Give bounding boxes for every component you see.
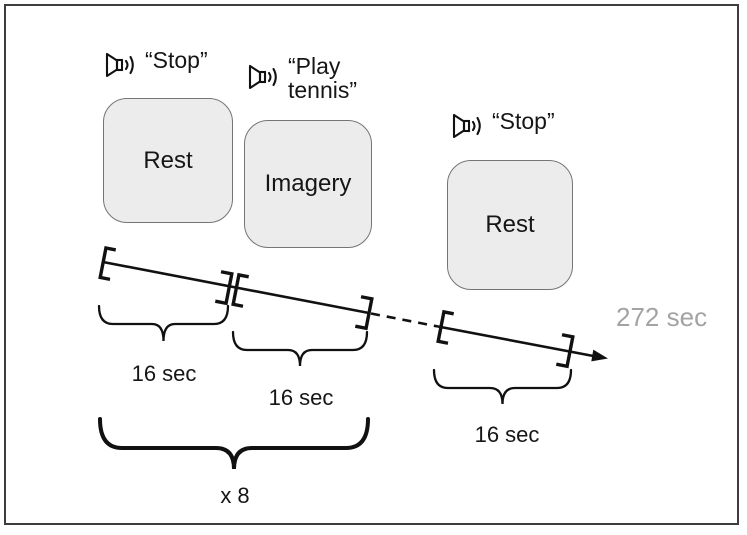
audio-cue-2: “Play tennis” xyxy=(247,53,358,103)
bracket-open-1 xyxy=(98,246,117,282)
rest-block-2: Rest xyxy=(447,160,573,290)
speaker-icon xyxy=(105,52,134,78)
duration-label-2: 16 sec xyxy=(268,385,334,410)
block-label: Rest xyxy=(143,146,193,174)
timeline-line-dashed xyxy=(370,312,439,328)
bracket-close-3 xyxy=(555,333,575,369)
figure-frame xyxy=(4,4,739,525)
arrowhead-icon xyxy=(591,349,608,362)
rest-block-1: Rest xyxy=(103,98,233,223)
audio-cue-3: “Stop” xyxy=(451,108,555,141)
interval-brackets xyxy=(98,246,575,369)
audio-cue-1: “Stop” xyxy=(104,47,208,80)
bracket-open-2 xyxy=(231,272,250,308)
speaker-icon xyxy=(248,64,277,90)
cue-text: “Stop” xyxy=(145,47,208,73)
duration-label-1: 16 sec xyxy=(131,361,197,386)
imagery-block: Imagery xyxy=(244,120,372,248)
block-label: Rest xyxy=(485,211,535,238)
speaker-icon xyxy=(452,113,481,139)
bracket-close-1 xyxy=(214,270,234,306)
bracket-close-2 xyxy=(354,295,374,331)
repeat-label: x 8 xyxy=(220,483,250,508)
cue-text: “Play tennis” xyxy=(288,53,358,103)
cue-text: “Stop” xyxy=(492,108,555,134)
block-label: Imagery xyxy=(264,170,352,197)
brace-segment-3 xyxy=(432,368,573,405)
total-duration-label: 272 sec xyxy=(616,302,708,332)
brace-segment-1 xyxy=(97,304,230,342)
duration-braces xyxy=(97,304,573,470)
bracket-open-3 xyxy=(436,309,455,345)
brace-repeat-cycle xyxy=(98,417,370,470)
duration-label-3: 16 sec xyxy=(474,422,540,447)
brace-segment-2 xyxy=(231,330,369,367)
